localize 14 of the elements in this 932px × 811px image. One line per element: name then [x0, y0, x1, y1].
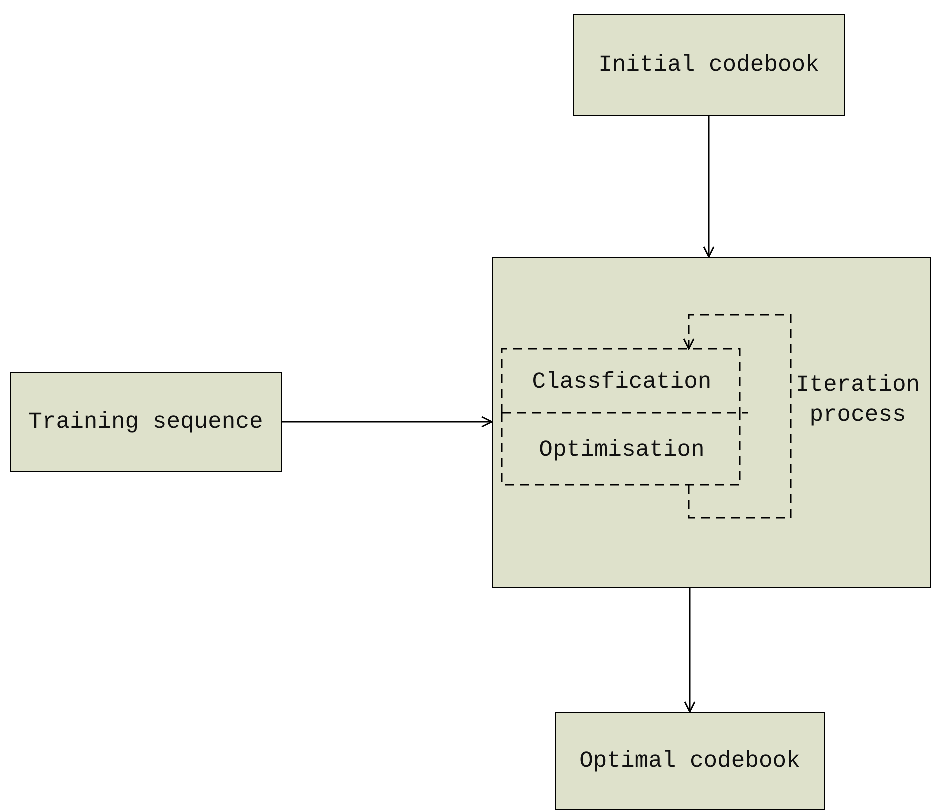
box-label: Iteration process: [794, 371, 922, 430]
box-label: Classfication: [532, 368, 712, 396]
arrow: [282, 416, 493, 428]
box-label: Initial codebook: [598, 50, 820, 80]
box-label: Optimisation: [539, 436, 705, 464]
process-box: [492, 257, 931, 588]
process-box: [555, 712, 825, 810]
process-box: [10, 372, 282, 472]
arrow: [703, 116, 715, 258]
process-box: [573, 14, 845, 116]
arrow: [683, 314, 792, 519]
box-label: Training sequence: [28, 408, 264, 436]
arrow: [684, 588, 696, 713]
box-label: Optimal codebook: [580, 746, 800, 776]
